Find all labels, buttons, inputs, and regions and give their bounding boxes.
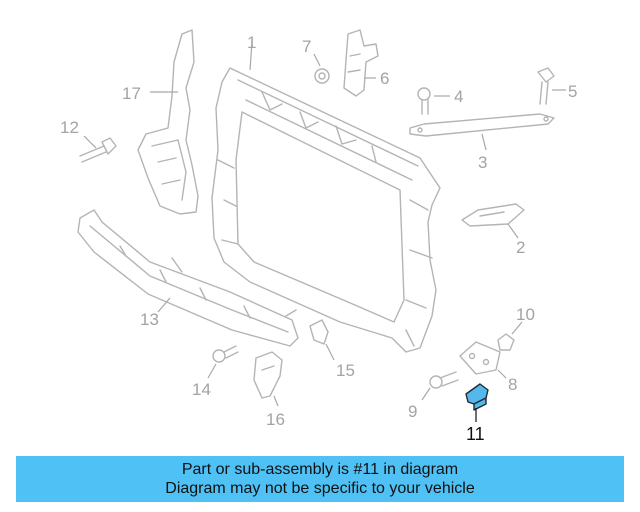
part-17-side-bracket [137,29,199,215]
part-13-lower-member [77,209,299,347]
part-9-bolt [429,371,459,389]
part-14-bolt [212,345,239,363]
callout-16: 16 [266,410,285,429]
part-2-bracket [461,203,525,227]
callout-13: 13 [140,310,159,329]
exploded-parts-diagram: 1 17 12 13 14 16 15 7 [60,29,577,444]
callout-15: 15 [336,361,355,380]
callout-12: 12 [60,118,79,137]
part-12-clip [79,137,117,163]
callout-5: 5 [568,82,577,101]
callout-11: 11 [466,424,485,444]
part-info-banner: Part or sub-assembly is #11 in diagram D… [16,456,624,502]
callout-4: 4 [454,87,463,106]
part-7-nut [314,68,330,84]
part-11-highlighted [465,383,489,411]
part-6-upper-bracket [343,29,379,97]
callout-14: 14 [192,380,211,399]
part-3-stay-bar [409,113,555,137]
part-10-clip [497,333,515,351]
part-4-bolt [417,87,431,115]
callout-9: 9 [408,402,417,421]
callout-1: 1 [247,33,256,52]
callout-3: 3 [478,153,487,172]
callout-8: 8 [508,375,517,394]
banner-line-2: Diagram may not be specific to your vehi… [165,480,475,497]
part-8-plate [459,341,501,375]
callout-6: 6 [380,69,389,88]
part-16-bracket [253,351,283,399]
banner-line-1: Part or sub-assembly is #11 in diagram [181,461,459,478]
callout-17: 17 [122,84,141,103]
callout-7: 7 [302,37,311,56]
part-1-radiator-support [211,67,441,353]
part-5-bolt [537,67,555,105]
part-15-clip [309,319,329,345]
callout-10: 10 [516,305,535,324]
callout-2: 2 [516,238,525,257]
